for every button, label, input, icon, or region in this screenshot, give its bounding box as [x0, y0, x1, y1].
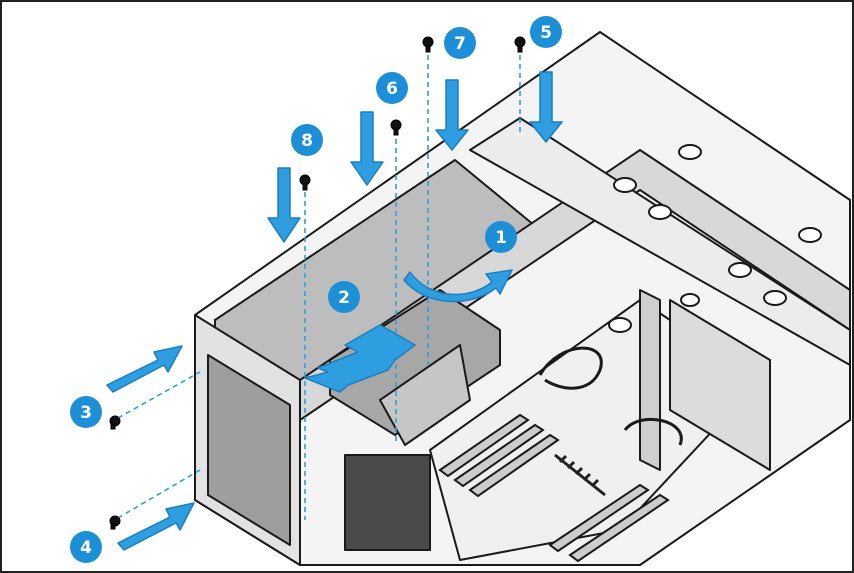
- callout-7-label: 7: [454, 34, 466, 54]
- arrow-right-icon: [106, 345, 183, 393]
- hole: [728, 262, 752, 278]
- motion-arrows: [106, 71, 563, 551]
- screw-7-icon: [422, 36, 434, 53]
- callout-1: 1: [485, 221, 517, 253]
- dimm-slot: [438, 413, 530, 478]
- callout-2: 2: [328, 281, 360, 313]
- callout-2-label: 2: [338, 288, 350, 308]
- cables: [538, 346, 683, 446]
- dimm-slot: [453, 423, 545, 488]
- hole: [613, 177, 637, 193]
- heatsink-fins: [558, 454, 600, 488]
- top-plate-holes: [608, 144, 822, 333]
- arrow-rotate-icon: [403, 269, 513, 303]
- drive-cage-plate: [329, 289, 501, 436]
- fan-grille: [344, 454, 431, 551]
- screw-8-icon: [299, 174, 311, 191]
- arrow-down-icon: [267, 167, 301, 243]
- heatsink-coil: [554, 453, 606, 497]
- arrow-down-icon: [435, 79, 469, 151]
- callout-6-label: 6: [386, 79, 398, 99]
- arrow-down-icon: [529, 71, 563, 143]
- support-post: [639, 289, 661, 471]
- callout-4: 4: [70, 531, 102, 563]
- dimm-slot: [468, 433, 560, 498]
- callout-3-label: 3: [80, 403, 92, 423]
- hole: [608, 317, 632, 333]
- callout-8-label: 8: [301, 131, 313, 151]
- memory-slots: [438, 413, 670, 563]
- callouts: 1 2 3 4 5 6 7 8: [70, 16, 562, 563]
- callout-4-label: 4: [80, 538, 92, 558]
- guide-line-4: [117, 469, 201, 519]
- screw-5-icon: [514, 36, 526, 53]
- screws: [109, 36, 526, 530]
- callout-3: 3: [70, 396, 102, 428]
- callout-6: 6: [376, 72, 408, 104]
- hole: [763, 290, 787, 306]
- front-recess: [207, 354, 291, 546]
- hole: [798, 227, 822, 243]
- screw-4-icon: [109, 515, 121, 530]
- server-chassis: [194, 31, 851, 566]
- dimm-slot: [568, 493, 670, 563]
- arrow-right-icon: [117, 502, 195, 551]
- callout-7: 7: [444, 27, 476, 59]
- screw-3-icon: [109, 415, 121, 430]
- arrow-down-icon: [350, 111, 384, 186]
- screw-guides: [117, 46, 521, 520]
- arrow-left-icon: [304, 324, 416, 393]
- top-cross-beam: [469, 117, 851, 366]
- screw-6-icon: [390, 119, 402, 136]
- cable-loop: [538, 346, 603, 390]
- callout-8: 8: [291, 124, 323, 156]
- guide-line-3: [117, 371, 201, 419]
- cable-loop: [623, 417, 683, 446]
- callout-1-label: 1: [495, 228, 507, 248]
- dimm-slot: [548, 483, 650, 553]
- hole: [648, 204, 672, 220]
- hole: [680, 293, 700, 307]
- drive-backplane: [669, 299, 771, 471]
- callout-5-label: 5: [540, 23, 552, 43]
- hole: [678, 144, 702, 160]
- callout-5: 5: [530, 16, 562, 48]
- heatsink: [554, 453, 606, 497]
